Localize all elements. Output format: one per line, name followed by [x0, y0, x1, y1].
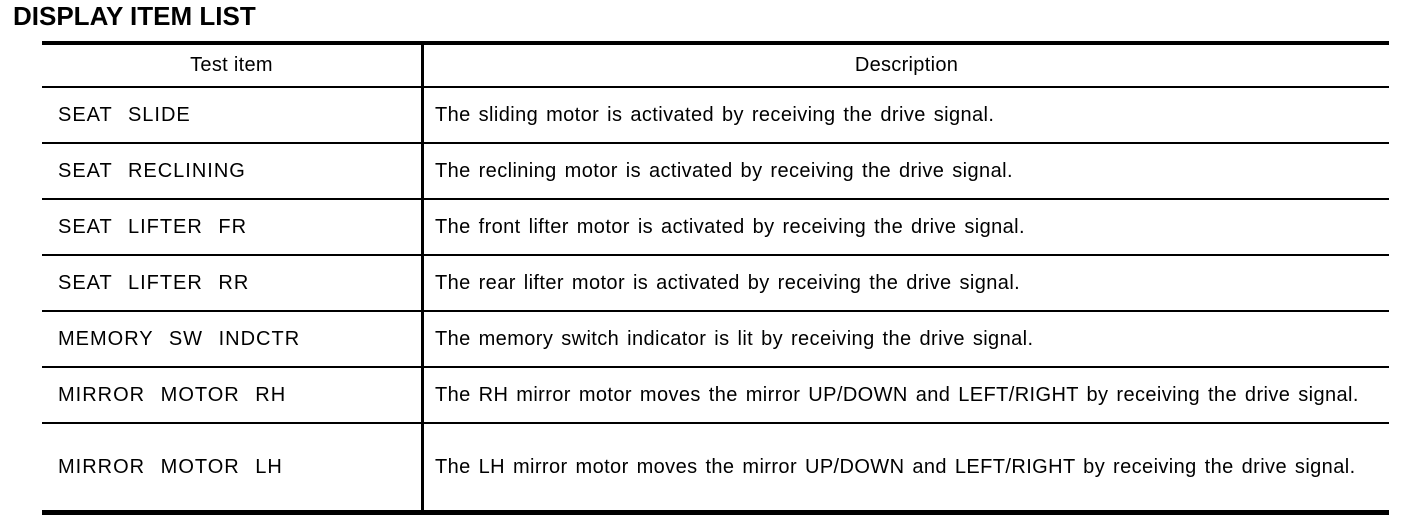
display-item-table: Test item Description SEAT SLIDE The sli… — [42, 41, 1389, 515]
table-row: MIRROR MOTOR RH The RH mirror motor move… — [42, 367, 1389, 424]
table-row: SEAT LIFTER RR The rear lifter motor is … — [42, 255, 1389, 312]
description-cell: The front lifter motor is activated by r… — [422, 199, 1389, 256]
table-row: MIRROR MOTOR LH The LH mirror motor move… — [42, 423, 1389, 514]
table-row: MEMORY SW INDCTR The memory switch indic… — [42, 311, 1389, 368]
column-header-test-item: Test item — [42, 43, 424, 88]
test-item-cell: SEAT RECLINING — [42, 143, 424, 200]
description-cell: The rear lifter motor is activated by re… — [422, 255, 1389, 312]
description-cell: The LH mirror motor moves the mirror UP/… — [422, 423, 1389, 514]
test-item-cell: MEMORY SW INDCTR — [42, 311, 424, 368]
table-body: SEAT SLIDE The sliding motor is activate… — [42, 87, 1389, 514]
test-item-cell: MIRROR MOTOR LH — [42, 423, 424, 514]
table-row: SEAT RECLINING The reclining motor is ac… — [42, 143, 1389, 200]
test-item-cell: SEAT SLIDE — [42, 87, 424, 144]
description-cell: The RH mirror motor moves the mirror UP/… — [422, 367, 1389, 424]
description-cell: The sliding motor is activated by receiv… — [422, 87, 1389, 144]
table-row: SEAT LIFTER FR The front lifter motor is… — [42, 199, 1389, 256]
description-cell: The memory switch indicator is lit by re… — [422, 311, 1389, 368]
test-item-cell: SEAT LIFTER RR — [42, 255, 424, 312]
column-header-description: Description — [422, 43, 1389, 88]
page-title: DISPLAY ITEM LIST — [13, 1, 256, 31]
table-header: Test item Description — [42, 43, 1389, 88]
test-item-cell: MIRROR MOTOR RH — [42, 367, 424, 424]
table-row: SEAT SLIDE The sliding motor is activate… — [42, 87, 1389, 144]
test-item-cell: SEAT LIFTER FR — [42, 199, 424, 256]
description-cell: The reclining motor is activated by rece… — [422, 143, 1389, 200]
table-header-row: Test item Description — [42, 43, 1389, 88]
